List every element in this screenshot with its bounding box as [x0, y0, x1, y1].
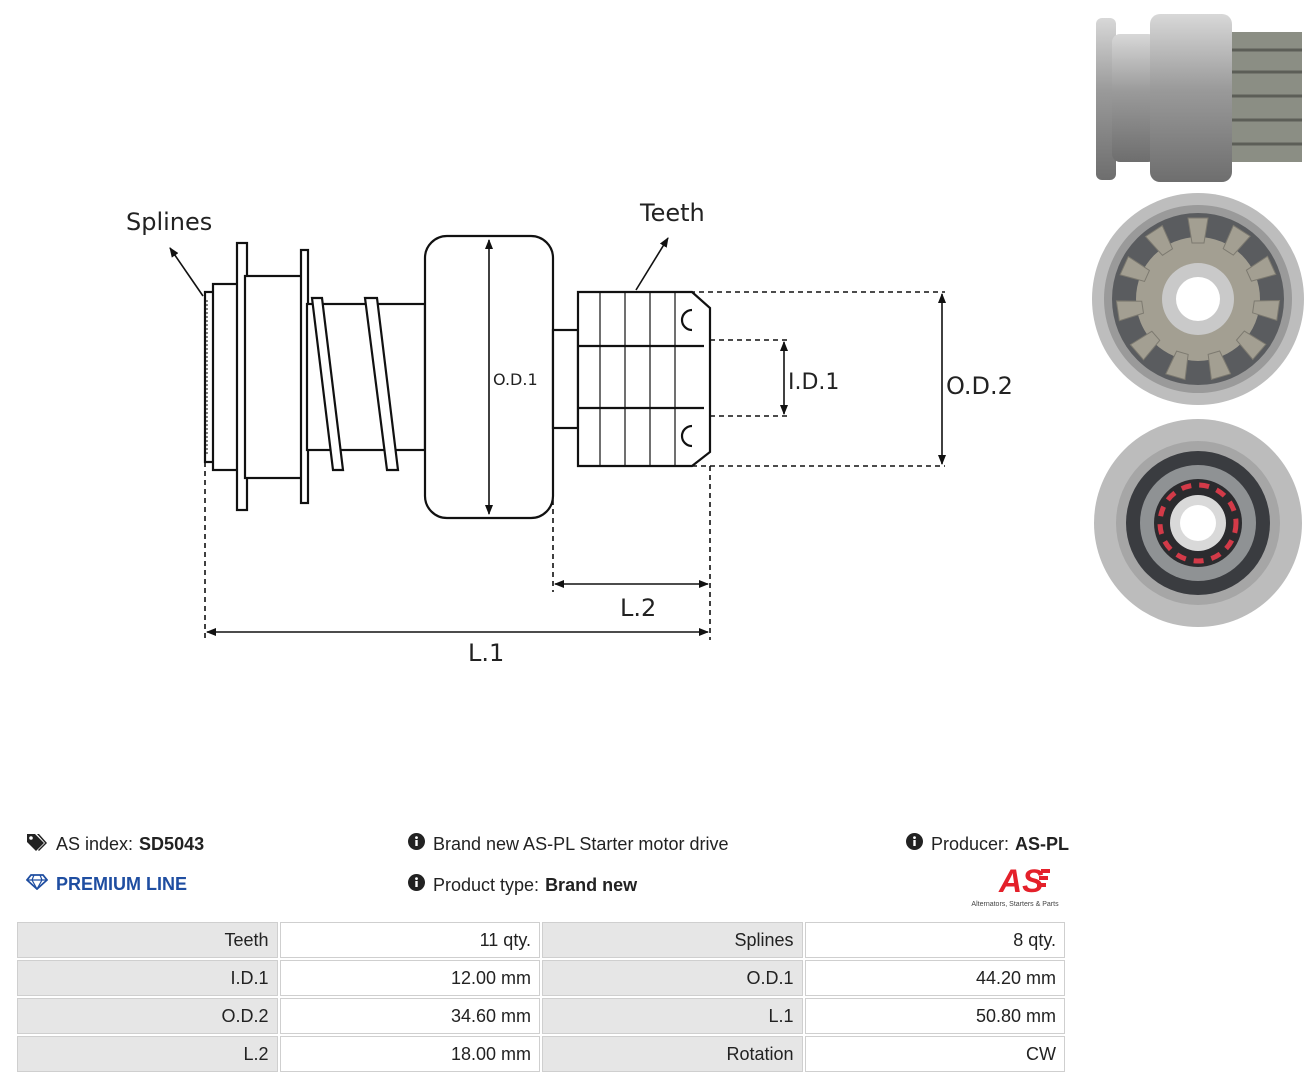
- spec-label: O.D.1: [542, 960, 803, 996]
- as-pl-logo: AS Alternators, Starters & Parts: [960, 863, 1070, 908]
- product-type-key: Product type:: [433, 874, 540, 895]
- spec-value: 50.80 mm: [804, 998, 1065, 1034]
- info-icon: [906, 833, 923, 855]
- as-index-value: SD5043: [139, 834, 205, 854]
- table-row: Teeth 11 qty. Splines 8 qty.: [17, 922, 1065, 958]
- spec-label: I.D.1: [17, 960, 278, 996]
- spec-value: 8 qty.: [804, 922, 1065, 958]
- spec-label: Teeth: [17, 922, 278, 958]
- product-type: Product type: Brand new: [408, 874, 637, 896]
- label-od2: O.D.2: [946, 372, 1013, 400]
- as-index-key: AS index:: [56, 834, 134, 854]
- table-row: I.D.1 12.00 mm O.D.1 44.20 mm: [17, 960, 1065, 996]
- producer-key: Producer:: [931, 833, 1010, 854]
- label-l1: L.1: [468, 639, 504, 667]
- tags-icon: [26, 833, 48, 856]
- product-type-value: Brand new: [545, 874, 638, 895]
- premium-line-label: PREMIUM LINE: [56, 874, 188, 894]
- label-l2: L.2: [620, 594, 656, 622]
- as-logo-mark: AS: [998, 863, 1050, 899]
- spec-value: 12.00 mm: [279, 960, 540, 996]
- producer: Producer: AS-PL: [906, 833, 1069, 855]
- description-text: Brand new AS-PL Starter motor drive: [433, 833, 729, 854]
- spec-value: CW: [804, 1036, 1065, 1072]
- spec-label: O.D.2: [17, 998, 278, 1034]
- product-photo-front: [1092, 193, 1304, 405]
- info-icon: [408, 874, 425, 896]
- spec-label: Rotation: [542, 1036, 803, 1072]
- product-photo-back: [1094, 419, 1302, 627]
- svg-text:AS: AS: [998, 864, 1044, 896]
- spec-value: 11 qty.: [279, 922, 540, 958]
- label-id1: I.D.1: [788, 370, 839, 395]
- label-splines: Splines: [126, 208, 212, 236]
- spec-value: 44.20 mm: [804, 960, 1065, 996]
- spec-value: 18.00 mm: [279, 1036, 540, 1072]
- spec-label: L.2: [17, 1036, 278, 1072]
- premium-line: PREMIUM LINE: [25, 874, 188, 895]
- producer-value: AS-PL: [1015, 833, 1070, 854]
- label-od1: O.D.1: [493, 370, 538, 389]
- table-row: L.2 18.00 mm Rotation CW: [17, 1036, 1065, 1072]
- spec-table: Teeth 11 qty. Splines 8 qty. I.D.1 12.00…: [15, 920, 1067, 1074]
- technical-drawing: Splines Teeth O.D.1 I.D.1 O.D.2 L.2 L.1: [126, 199, 1013, 667]
- label-teeth: Teeth: [639, 199, 705, 227]
- spec-label: L.1: [542, 998, 803, 1034]
- info-icon: [408, 833, 425, 855]
- as-index: AS index: SD5043: [26, 833, 204, 856]
- product-photo-side: [1096, 14, 1302, 182]
- description: Brand new AS-PL Starter motor drive: [408, 833, 728, 855]
- diamond-icon: [25, 874, 49, 895]
- logo-tagline: Alternators, Starters & Parts: [971, 901, 1059, 908]
- spec-value: 34.60 mm: [279, 998, 540, 1034]
- table-row: O.D.2 34.60 mm L.1 50.80 mm: [17, 998, 1065, 1034]
- spec-label: Splines: [542, 922, 803, 958]
